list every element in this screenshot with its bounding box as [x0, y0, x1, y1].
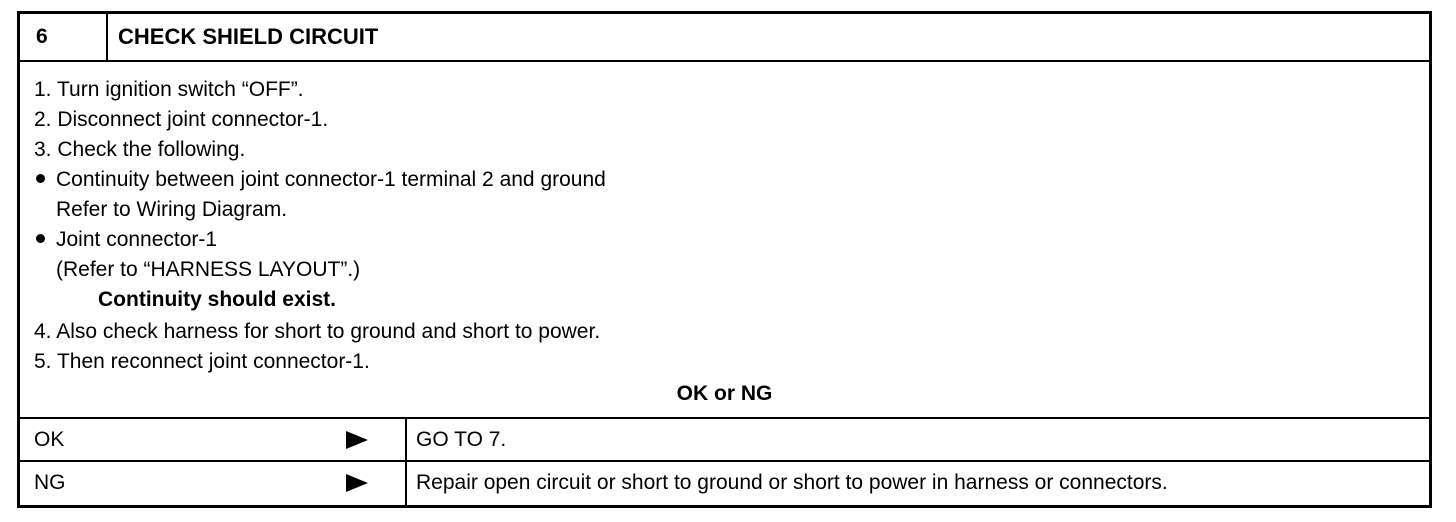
procedure-step-3: 3. Check the following.: [34, 138, 246, 161]
right-arrow-icon: [346, 431, 368, 449]
result-label: NG: [34, 471, 66, 494]
right-arrow-icon: [346, 474, 368, 492]
result-row-ng: NG Repair open circuit or short to groun…: [20, 462, 1429, 505]
check-item-continuity: Continuity between joint connector-1 ter…: [36, 166, 606, 194]
bullet-icon: [36, 233, 45, 243]
diagnostic-step-table: 6 CHECK SHIELD CIRCUIT 1. Turn ignition …: [17, 11, 1432, 508]
bullet-icon: [36, 173, 45, 183]
step-header: 6 CHECK SHIELD CIRCUIT: [20, 14, 1429, 62]
result-action: Repair open circuit or short to ground o…: [416, 471, 1168, 494]
check-item-joint-connector-text: Joint connector-1: [56, 228, 218, 251]
result-row-ok: OK GO TO 7.: [20, 419, 1429, 462]
procedure-step-1: 1. Turn ignition switch “OFF”.: [34, 78, 304, 101]
column-divider: [405, 462, 407, 505]
column-divider: [405, 419, 407, 460]
check-item-continuity-reference: Refer to Wiring Diagram.: [56, 198, 288, 221]
procedure-step-2: 2. Disconnect joint connector-1.: [34, 108, 329, 131]
check-item-joint-connector: Joint connector-1: [36, 226, 217, 254]
check-item-continuity-text: Continuity between joint connector-1 ter…: [56, 168, 606, 191]
check-item-joint-connector-reference: (Refer to “HARNESS LAYOUT”.): [56, 258, 361, 281]
procedure-body: 1. Turn ignition switch “OFF”. 2. Discon…: [20, 62, 1429, 419]
result-action: GO TO 7.: [416, 428, 507, 451]
procedure-step-4: 4. Also check harness for short to groun…: [34, 320, 601, 343]
decision-label: OK or NG: [676, 382, 773, 405]
procedure-step-5: 5. Then reconnect joint connector-1.: [34, 350, 370, 373]
expected-result: Continuity should exist.: [98, 288, 337, 311]
step-title: CHECK SHIELD CIRCUIT: [118, 24, 379, 49]
result-label: OK: [34, 428, 65, 451]
step-number: 6: [20, 14, 108, 60]
